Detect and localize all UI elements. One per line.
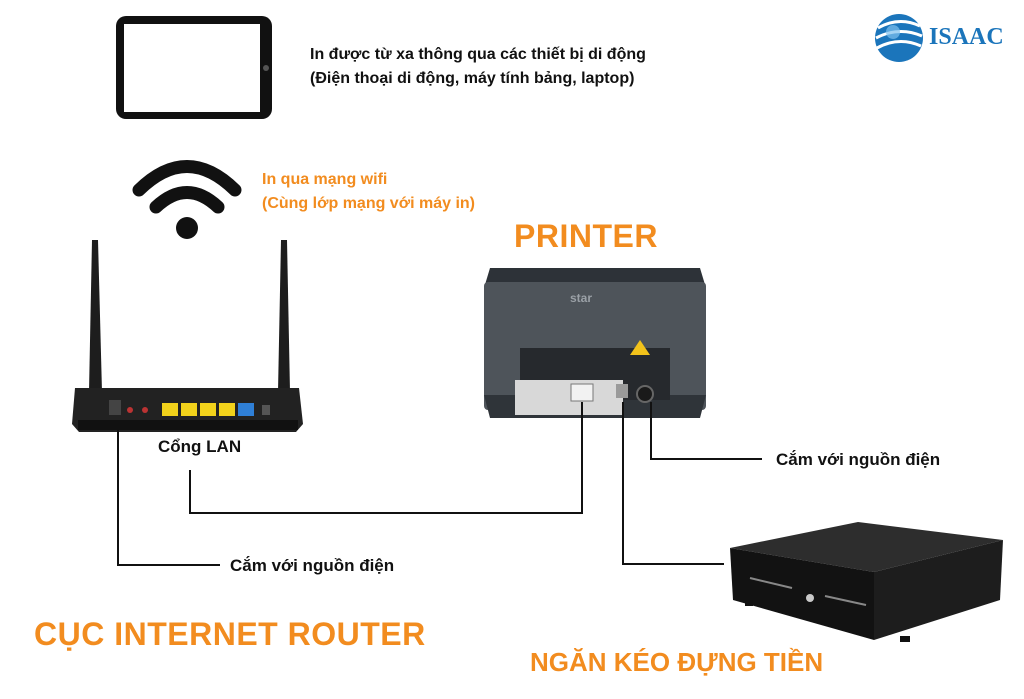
mobile-note: In được từ xa thông qua các thiết bị di … [310, 43, 730, 91]
lan-port-label: Cổng LAN [158, 437, 242, 456]
connection-cables [117, 402, 762, 566]
printer-title: PRINTER [514, 218, 658, 254]
wifi-note-line-1: In qua mạng wifi [262, 171, 388, 188]
wifi-icon [132, 160, 242, 239]
wifi-note: In qua mạng wifi (Cùng lớp mạng với máy … [262, 168, 522, 216]
router-power-cable [117, 425, 220, 566]
isaac-logo-text: ISAAC [929, 24, 1004, 50]
router-title: CỤC INTERNET ROUTER [34, 616, 426, 652]
printer-power-cable [650, 402, 762, 460]
mobile-note-line-2: (Điện thoại di động, máy tính bảng, lapt… [310, 70, 635, 87]
router-icon [72, 240, 303, 432]
cash-drawer-title: NGĂN KÉO ĐỰNG TIỀN [530, 647, 824, 677]
drawer-cable [622, 402, 724, 565]
printer-icon: star [484, 268, 706, 418]
printer-power-label: Cắm với nguồn điện [776, 450, 941, 469]
isaac-logo-icon [875, 14, 923, 62]
svg-text:star: star [570, 291, 592, 305]
tablet-icon [116, 16, 272, 119]
wifi-note-line-2: (Cùng lớp mạng với máy in) [262, 195, 475, 212]
lan-cable [189, 402, 583, 514]
mobile-note-line-1: In được từ xa thông qua các thiết bị di … [310, 46, 646, 63]
router-power-label: Cắm với nguồn điện [230, 556, 395, 575]
cash-drawer-icon [730, 522, 1003, 642]
